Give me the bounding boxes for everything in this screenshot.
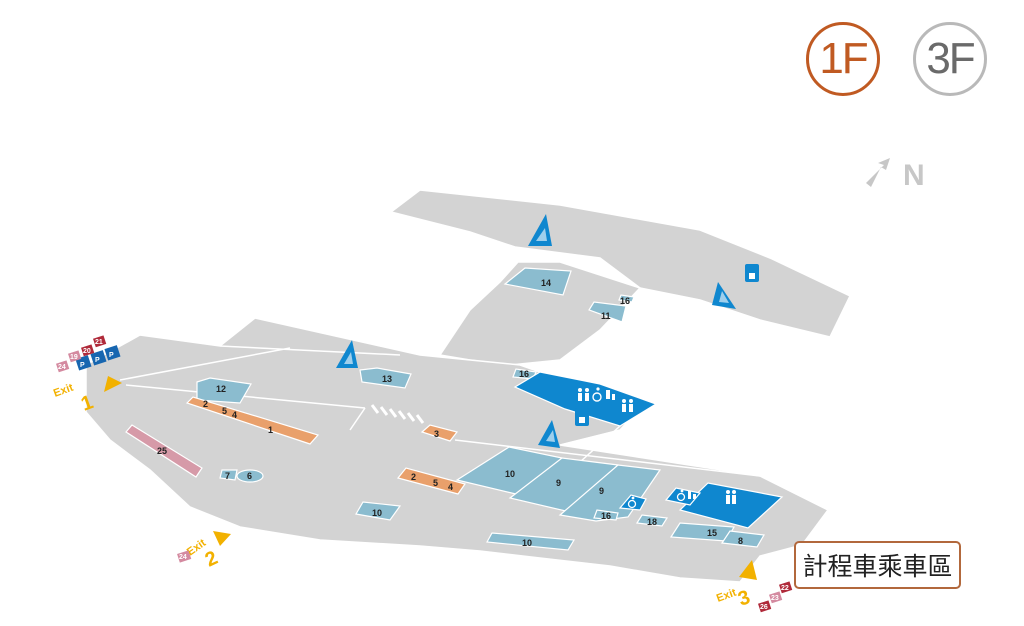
zone-9b[interactable]	[558, 464, 662, 522]
exit-badge: 22	[781, 585, 789, 592]
zone-label: 18	[647, 517, 657, 527]
zone-label: 10	[522, 538, 532, 548]
exit-badge: 19	[70, 354, 78, 361]
zone-label: 5	[433, 478, 438, 488]
taxi-zone-label[interactable]: 計程車乘車區	[794, 541, 961, 589]
female-restroom-icon	[629, 399, 633, 412]
elevator-icon	[745, 264, 759, 282]
zone-label: 6	[247, 471, 252, 481]
wheelchair-icon	[676, 489, 686, 502]
exit-badge: 23	[771, 595, 779, 602]
escalator-icon	[336, 340, 358, 368]
zone-8[interactable]	[720, 530, 765, 548]
zone-16c[interactable]	[593, 509, 619, 521]
exit-number: 2	[202, 547, 221, 572]
zone-12[interactable]	[196, 377, 252, 404]
floor-3f-button[interactable]: 3F	[913, 22, 987, 96]
accessible-spot[interactable]	[618, 494, 647, 511]
zone-label: 9	[556, 478, 561, 488]
escalator-icon	[538, 420, 560, 448]
exit-3[interactable]: Exit 3 22 23 26	[715, 560, 793, 613]
zone-16b[interactable]	[512, 368, 537, 380]
north-arrow-icon	[866, 158, 890, 187]
exit-badge: 24	[179, 554, 187, 561]
zone-label: 16	[519, 369, 529, 379]
exit-badge: 21	[95, 339, 103, 346]
female-restroom-icon	[732, 490, 736, 504]
zone-15[interactable]	[669, 522, 735, 542]
exit-word: Exit	[52, 382, 75, 400]
crosswalk	[370, 404, 425, 424]
zone-label: 1	[268, 425, 273, 435]
female-restroom-icon	[585, 388, 589, 401]
exit-arrow-icon	[104, 376, 122, 392]
north-label: N	[903, 159, 925, 192]
zone-label: 16	[601, 511, 611, 521]
zone-label: 13	[382, 374, 392, 384]
family-restroom-icon	[606, 390, 615, 400]
zone-label: 7	[225, 471, 230, 481]
zone-13[interactable]	[359, 367, 412, 389]
exit-arrow-icon	[739, 560, 757, 580]
family-spot[interactable]	[664, 487, 702, 506]
zone-label: 16	[620, 296, 630, 306]
zone-label: 4	[232, 410, 237, 420]
exit-2[interactable]: Exit 2 24	[177, 531, 231, 572]
exit-number: 3	[735, 586, 753, 610]
zone-label: 12	[216, 384, 226, 394]
zone-label: 3	[434, 429, 439, 439]
zone-7[interactable]	[219, 469, 238, 481]
restroom-block-south[interactable]	[678, 482, 784, 529]
zone-1[interactable]	[185, 396, 320, 445]
zone-6[interactable]	[236, 469, 264, 483]
zone-label: 15	[707, 528, 717, 538]
central-corridor	[438, 261, 642, 366]
escalator-icon	[528, 214, 552, 246]
zone-10c[interactable]	[486, 532, 576, 551]
zone-11[interactable]	[588, 301, 627, 323]
wheelchair-icon	[627, 496, 637, 509]
zone-25[interactable]	[125, 424, 203, 478]
male-restroom-icon	[578, 388, 582, 401]
zone-2b-kiosk[interactable]	[396, 467, 466, 495]
zone-label: 10	[505, 469, 515, 479]
zone-label: 8	[738, 536, 743, 546]
zone-3[interactable]	[420, 424, 459, 442]
zone-label: 2	[203, 399, 208, 409]
parking-icon: P	[80, 362, 85, 369]
zone-label: 14	[541, 278, 551, 288]
zone-16a[interactable]	[618, 294, 635, 303]
zone-label: 25	[157, 446, 167, 456]
zone-label: 10	[372, 508, 382, 518]
zone-label: 9	[599, 486, 604, 496]
exit-badge: 24	[58, 364, 66, 371]
exit-arrow-icon	[213, 531, 231, 546]
family-restroom-icon	[688, 491, 696, 499]
male-restroom-icon	[726, 490, 730, 504]
zone-18[interactable]	[635, 514, 669, 527]
parking-badges: P P P 21 20 19 24	[56, 335, 121, 373]
male-restroom-icon	[622, 399, 626, 412]
zone-label: 11	[601, 311, 611, 321]
exit-badge: 20	[83, 348, 91, 355]
exit-badge: 26	[760, 604, 768, 611]
wheelchair-icon	[592, 387, 602, 402]
escalator-icon	[712, 282, 736, 309]
elevator-icon	[575, 408, 589, 426]
restroom-icons	[578, 387, 736, 509]
parking-icon: P	[95, 357, 100, 364]
zone-label: 4	[448, 482, 453, 492]
floor-1f-button[interactable]: 1F	[806, 22, 880, 96]
parking-icon: P	[109, 352, 114, 359]
north-wing	[389, 189, 852, 338]
zone-14[interactable]	[503, 267, 572, 296]
zone-label: 5	[222, 406, 227, 416]
zone-10b[interactable]	[355, 501, 402, 521]
zone-label: 2	[411, 472, 416, 482]
